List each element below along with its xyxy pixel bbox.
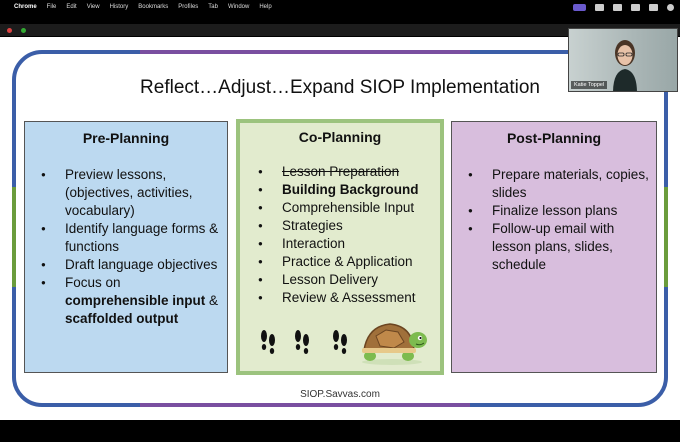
post-planning-column: Post-Planning Prepare materials, copies,… [451, 121, 657, 373]
co-planning-column: Co-Planning Lesson Preparation Building … [236, 119, 444, 375]
column-heading: Post-Planning [506, 130, 602, 146]
column-heading: Co-Planning [298, 129, 382, 145]
list-item-bold: comprehensible input [65, 293, 206, 308]
menu-bookmarks[interactable]: Bookmarks [138, 4, 169, 10]
pre-planning-column: Pre-Planning Preview lessons, (objective… [24, 121, 228, 373]
pre-planning-list: Preview lessons, (objectives, activities… [25, 166, 227, 328]
frame-accent-right [664, 187, 668, 287]
list-item: Interaction [240, 235, 440, 253]
turtle-icon [362, 323, 427, 365]
list-item: Practice & Application [240, 253, 440, 271]
post-planning-list: Prepare materials, copies, slides Finali… [452, 166, 656, 274]
list-item: Follow-up email with lesson plans, slide… [452, 220, 656, 274]
frame-accent-top [140, 50, 470, 54]
display-icon[interactable] [613, 3, 622, 11]
list-item: Prepare materials, copies, slides [452, 166, 656, 202]
list-item: Lesson Delivery [240, 271, 440, 289]
list-item: Review & Assessment [240, 289, 440, 307]
menu-view[interactable]: View [86, 4, 100, 10]
list-item: Focus on comprehensible input & scaffold… [25, 274, 227, 328]
bottom-bar [0, 420, 680, 442]
menu-bar: Chrome File Edit View History Bookmarks … [0, 0, 680, 14]
chat-icon[interactable] [631, 3, 640, 11]
frame-accent-left [12, 187, 16, 287]
slide-title: Reflect…Adjust…Expand SIOP Implementatio… [140, 77, 540, 98]
screen-share-icon[interactable] [573, 3, 586, 11]
list-item: Preview lessons, (objectives, activities… [25, 166, 227, 220]
menu-items: Chrome File Edit View History Bookmarks … [14, 4, 282, 10]
list-item: Finalize lesson plans [452, 202, 656, 220]
control-center-icon[interactable] [667, 3, 674, 11]
list-item: Draft language objectives [25, 256, 227, 274]
column-heading: Pre-Planning [82, 130, 170, 146]
menu-edit[interactable]: Edit [66, 4, 77, 10]
co-planning-list: Lesson Preparation Building Background C… [240, 163, 440, 307]
list-item: Identify language forms & functions [25, 220, 227, 256]
participant-avatar [613, 40, 637, 91]
wifi-icon[interactable] [649, 3, 658, 11]
list-item-text: & [205, 293, 219, 308]
menu-history[interactable]: History [109, 4, 129, 10]
footprints-icon [261, 330, 347, 354]
list-item-bold: scaffolded output [65, 311, 179, 326]
participant-name: Katie Toppel [571, 81, 608, 89]
list-item: Lesson Preparation [240, 163, 440, 181]
menu-profiles[interactable]: Profiles [178, 4, 199, 10]
window-titlebar [0, 24, 680, 36]
menu-file[interactable]: File [46, 4, 57, 10]
menu-app-chrome[interactable]: Chrome [14, 4, 37, 10]
slide-source: SIOP.Savvas.com [300, 389, 380, 400]
presentation-slide: Reflect…Adjust…Expand SIOP Implementatio… [0, 37, 680, 420]
close-window-icon[interactable] [7, 28, 12, 33]
list-item: Building Background [240, 181, 440, 199]
list-item: Comprehensible Input [240, 199, 440, 217]
menu-window[interactable]: Window [227, 4, 250, 10]
maximize-window-icon[interactable] [21, 28, 26, 33]
list-item-text: Focus on [65, 275, 121, 290]
menu-tab[interactable]: Tab [208, 4, 218, 10]
list-item: Strategies [240, 217, 440, 235]
camera-icon[interactable] [595, 3, 604, 11]
status-tray [564, 0, 674, 14]
participant-video-tile[interactable]: Katie Toppel [568, 28, 678, 92]
frame-accent-bottom [140, 403, 470, 407]
menu-help[interactable]: Help [259, 4, 272, 10]
